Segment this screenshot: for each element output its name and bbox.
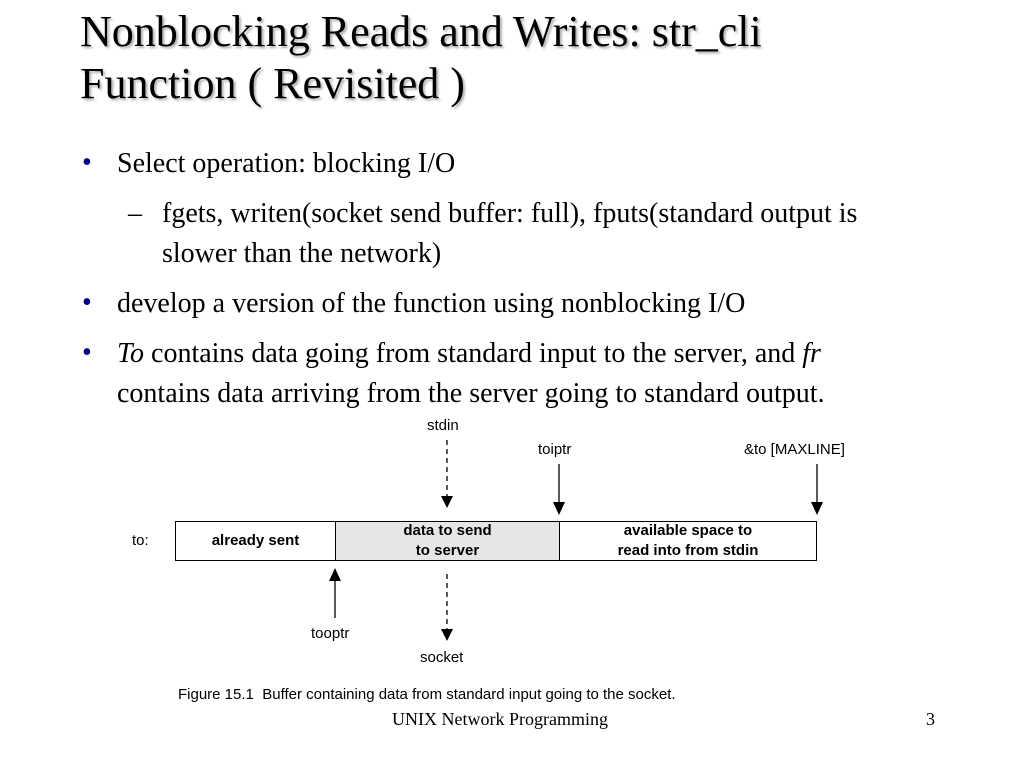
already-sent-text: already sent <box>211 532 300 549</box>
figure-caption: Figure 15.1 Buffer containing data from … <box>178 686 676 704</box>
title-line-1: Nonblocking Reads and Writes: str_cli <box>80 7 762 56</box>
bullet-3-emphasis-fr: fr <box>802 338 821 369</box>
tooptr-label: tooptr <box>311 625 350 642</box>
data-to-send-cell: data to send to server <box>335 521 560 561</box>
bullet-3-middle-text: contains data going from standard input … <box>144 338 803 369</box>
stdin-label: stdin <box>427 417 459 434</box>
to-label: to: <box>132 532 149 549</box>
toiptr-arrow-head <box>553 502 565 515</box>
available-space-cell: available space to read into from stdin <box>559 521 817 561</box>
bullet-marker: • <box>82 337 92 368</box>
bullet-marker: • <box>82 147 92 178</box>
title-line-2: Function ( Revisited ) <box>80 59 465 108</box>
available-space-line-1: available space to <box>623 522 753 539</box>
bullet-marker: • <box>82 287 92 318</box>
bullet-3-emphasis-to: To <box>117 338 145 369</box>
to-maxline-label: &to [MAXLINE] <box>744 441 845 458</box>
slide-footer: UNIX Network Programming <box>392 709 608 729</box>
socket-arrow-head <box>441 629 453 641</box>
data-to-send-line-1: data to send <box>403 522 492 539</box>
tooptr-arrow-head <box>329 568 341 581</box>
figure-caption-text: Buffer containing data from standard inp… <box>262 686 676 703</box>
socket-label: socket <box>420 649 464 666</box>
to-maxline-arrow-head <box>811 502 823 515</box>
sub-bullet-dash: – <box>128 198 142 229</box>
bullet-2-text: develop a version of the function using … <box>117 288 746 319</box>
available-space-line-2: read into from stdin <box>617 542 759 559</box>
bullet-3-line-1: To contains data going from standard inp… <box>117 334 821 373</box>
slide-title: Nonblocking Reads and Writes: str_cli Fu… <box>80 6 1010 110</box>
sub-bullet-line-1: fgets, writen(socket send buffer: full),… <box>162 198 858 229</box>
page-number: 3 <box>926 709 935 729</box>
toiptr-label: toiptr <box>538 441 572 458</box>
bullet-3-line-2: contains data arriving from the server g… <box>117 378 825 409</box>
bullet-1-text: Select operation: blocking I/O <box>117 148 456 179</box>
stdin-arrow-head <box>441 496 453 508</box>
sub-bullet-line-2: slower than the network) <box>162 238 442 269</box>
data-to-send-line-2: to server <box>415 542 480 559</box>
figure-caption-label: Figure 15.1 <box>178 686 254 703</box>
